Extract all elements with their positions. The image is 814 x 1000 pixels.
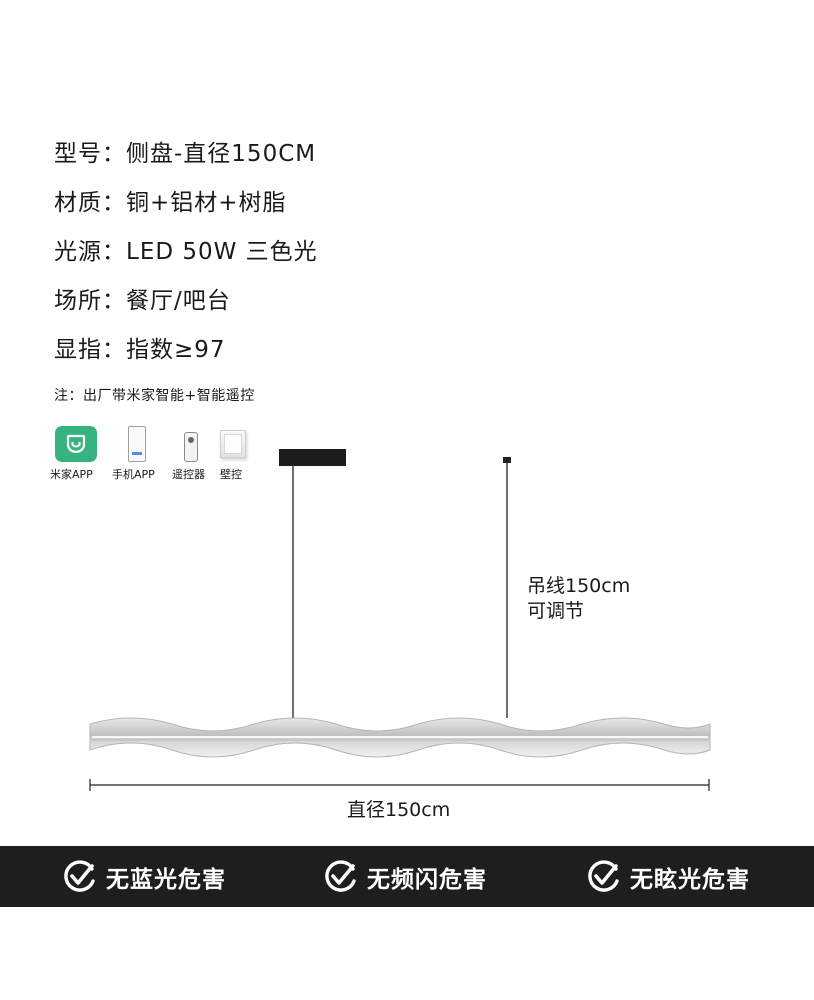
spec-label: 场所： <box>54 288 126 314</box>
check-shield-icon <box>325 859 356 892</box>
hanging-wire-label: 吊线150cm 可调节 <box>527 574 630 624</box>
check-shield-icon <box>588 859 619 892</box>
spec-cri: 显指：指数≥97 <box>54 334 318 383</box>
control-label: 壁控 <box>220 468 242 481</box>
badge-no-glare: 无眩光危害 <box>586 846 750 907</box>
spec-value: 铜+铝材+树脂 <box>126 190 287 216</box>
hanging-wire-length: 吊线150cm <box>527 575 631 597</box>
spec-label: 显指： <box>54 337 126 363</box>
badge-no-flicker: 无频闪危害 <box>323 846 487 907</box>
check-shield-icon <box>64 859 95 892</box>
remote-control-icon <box>184 432 198 462</box>
wire-anchor <box>503 457 511 463</box>
spec-label: 光源： <box>54 239 126 265</box>
crystal-light-bar <box>89 717 711 758</box>
wall-switch-icon <box>220 430 246 458</box>
spec-label: 型号： <box>54 141 126 167</box>
control-label: 手机APP <box>112 468 155 481</box>
spec-material: 材质：铜+铝材+树脂 <box>54 187 318 236</box>
control-label: 遥控器 <box>172 468 205 481</box>
hanging-wire-adjustable: 可调节 <box>527 600 585 622</box>
safety-banner: 无蓝光危害 无频闪危害 无眩光危害 <box>0 846 814 907</box>
phone-app-icon <box>128 426 146 462</box>
ceiling-canopy <box>279 449 346 466</box>
mijia-app-icon <box>55 426 97 462</box>
spec-value: 餐厅/吧台 <box>126 288 231 314</box>
control-label: 米家APP <box>50 468 93 481</box>
diameter-label: 直径150cm <box>347 799 451 821</box>
badge-label: 无眩光危害 <box>630 866 750 893</box>
spec-model: 型号：侧盘-直径150CM <box>54 138 318 187</box>
spec-label: 材质： <box>54 190 126 216</box>
spec-value: LED 50W 三色光 <box>126 239 318 265</box>
spec-list: 型号：侧盘-直径150CM 材质：铜+铝材+树脂 光源：LED 50W 三色光 … <box>54 138 318 383</box>
spec-value: 侧盘-直径150CM <box>126 141 317 167</box>
spec-light-source: 光源：LED 50W 三色光 <box>54 236 318 285</box>
spec-location: 场所：餐厅/吧台 <box>54 285 318 334</box>
badge-label: 无频闪危害 <box>367 866 487 893</box>
note-text: 注：出厂带米家智能+智能遥控 <box>54 388 255 404</box>
diameter-dimension-line <box>89 779 710 791</box>
spec-value: 指数≥97 <box>126 337 226 363</box>
badge-label: 无蓝光危害 <box>106 866 226 893</box>
product-drawing <box>89 449 711 791</box>
badge-no-blue-light: 无蓝光危害 <box>62 846 226 907</box>
